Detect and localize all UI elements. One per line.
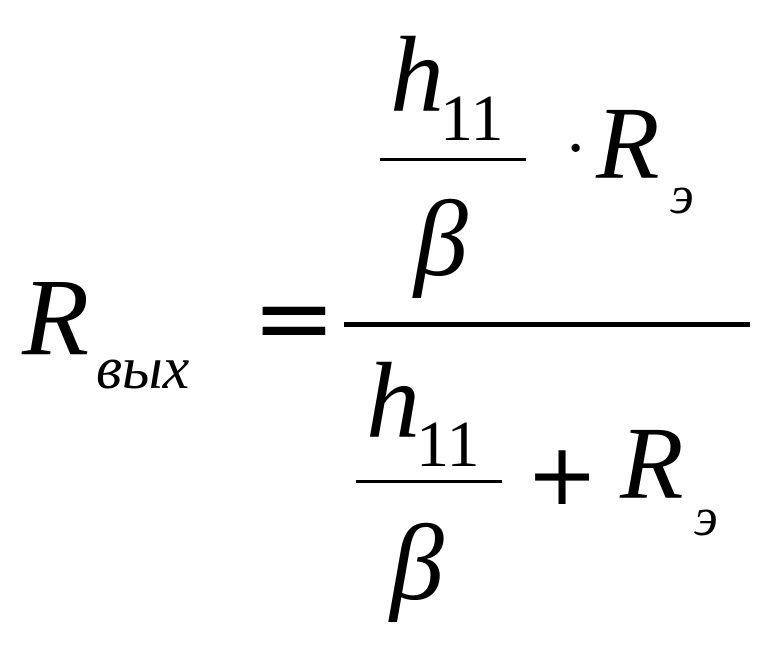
equals-sign: =: [252, 259, 336, 376]
numerator-inner-fraction-bar: [380, 158, 526, 161]
numerator-r-symbol: R: [596, 86, 660, 201]
main-fraction-bar: [344, 322, 750, 327]
numerator-h-subscript: 11: [440, 82, 504, 155]
multiplication-dot: ·: [564, 110, 588, 187]
numerator-r-subscript: э: [670, 165, 694, 225]
denominator-r-subscript: э: [694, 487, 718, 547]
denominator-r-symbol: R: [620, 406, 684, 521]
numerator-h-symbol: h: [390, 16, 444, 135]
denominator-h-symbol: h: [366, 342, 420, 461]
numerator-beta-symbol: β: [414, 180, 468, 299]
denominator-h-subscript: 11: [416, 408, 480, 481]
plus-sign: +: [526, 425, 599, 525]
denominator-beta-symbol: β: [390, 504, 444, 623]
denominator-inner-fraction-bar: [356, 480, 502, 483]
lhs-r-symbol: R: [22, 256, 90, 378]
lhs-subscript: вых: [96, 335, 190, 401]
